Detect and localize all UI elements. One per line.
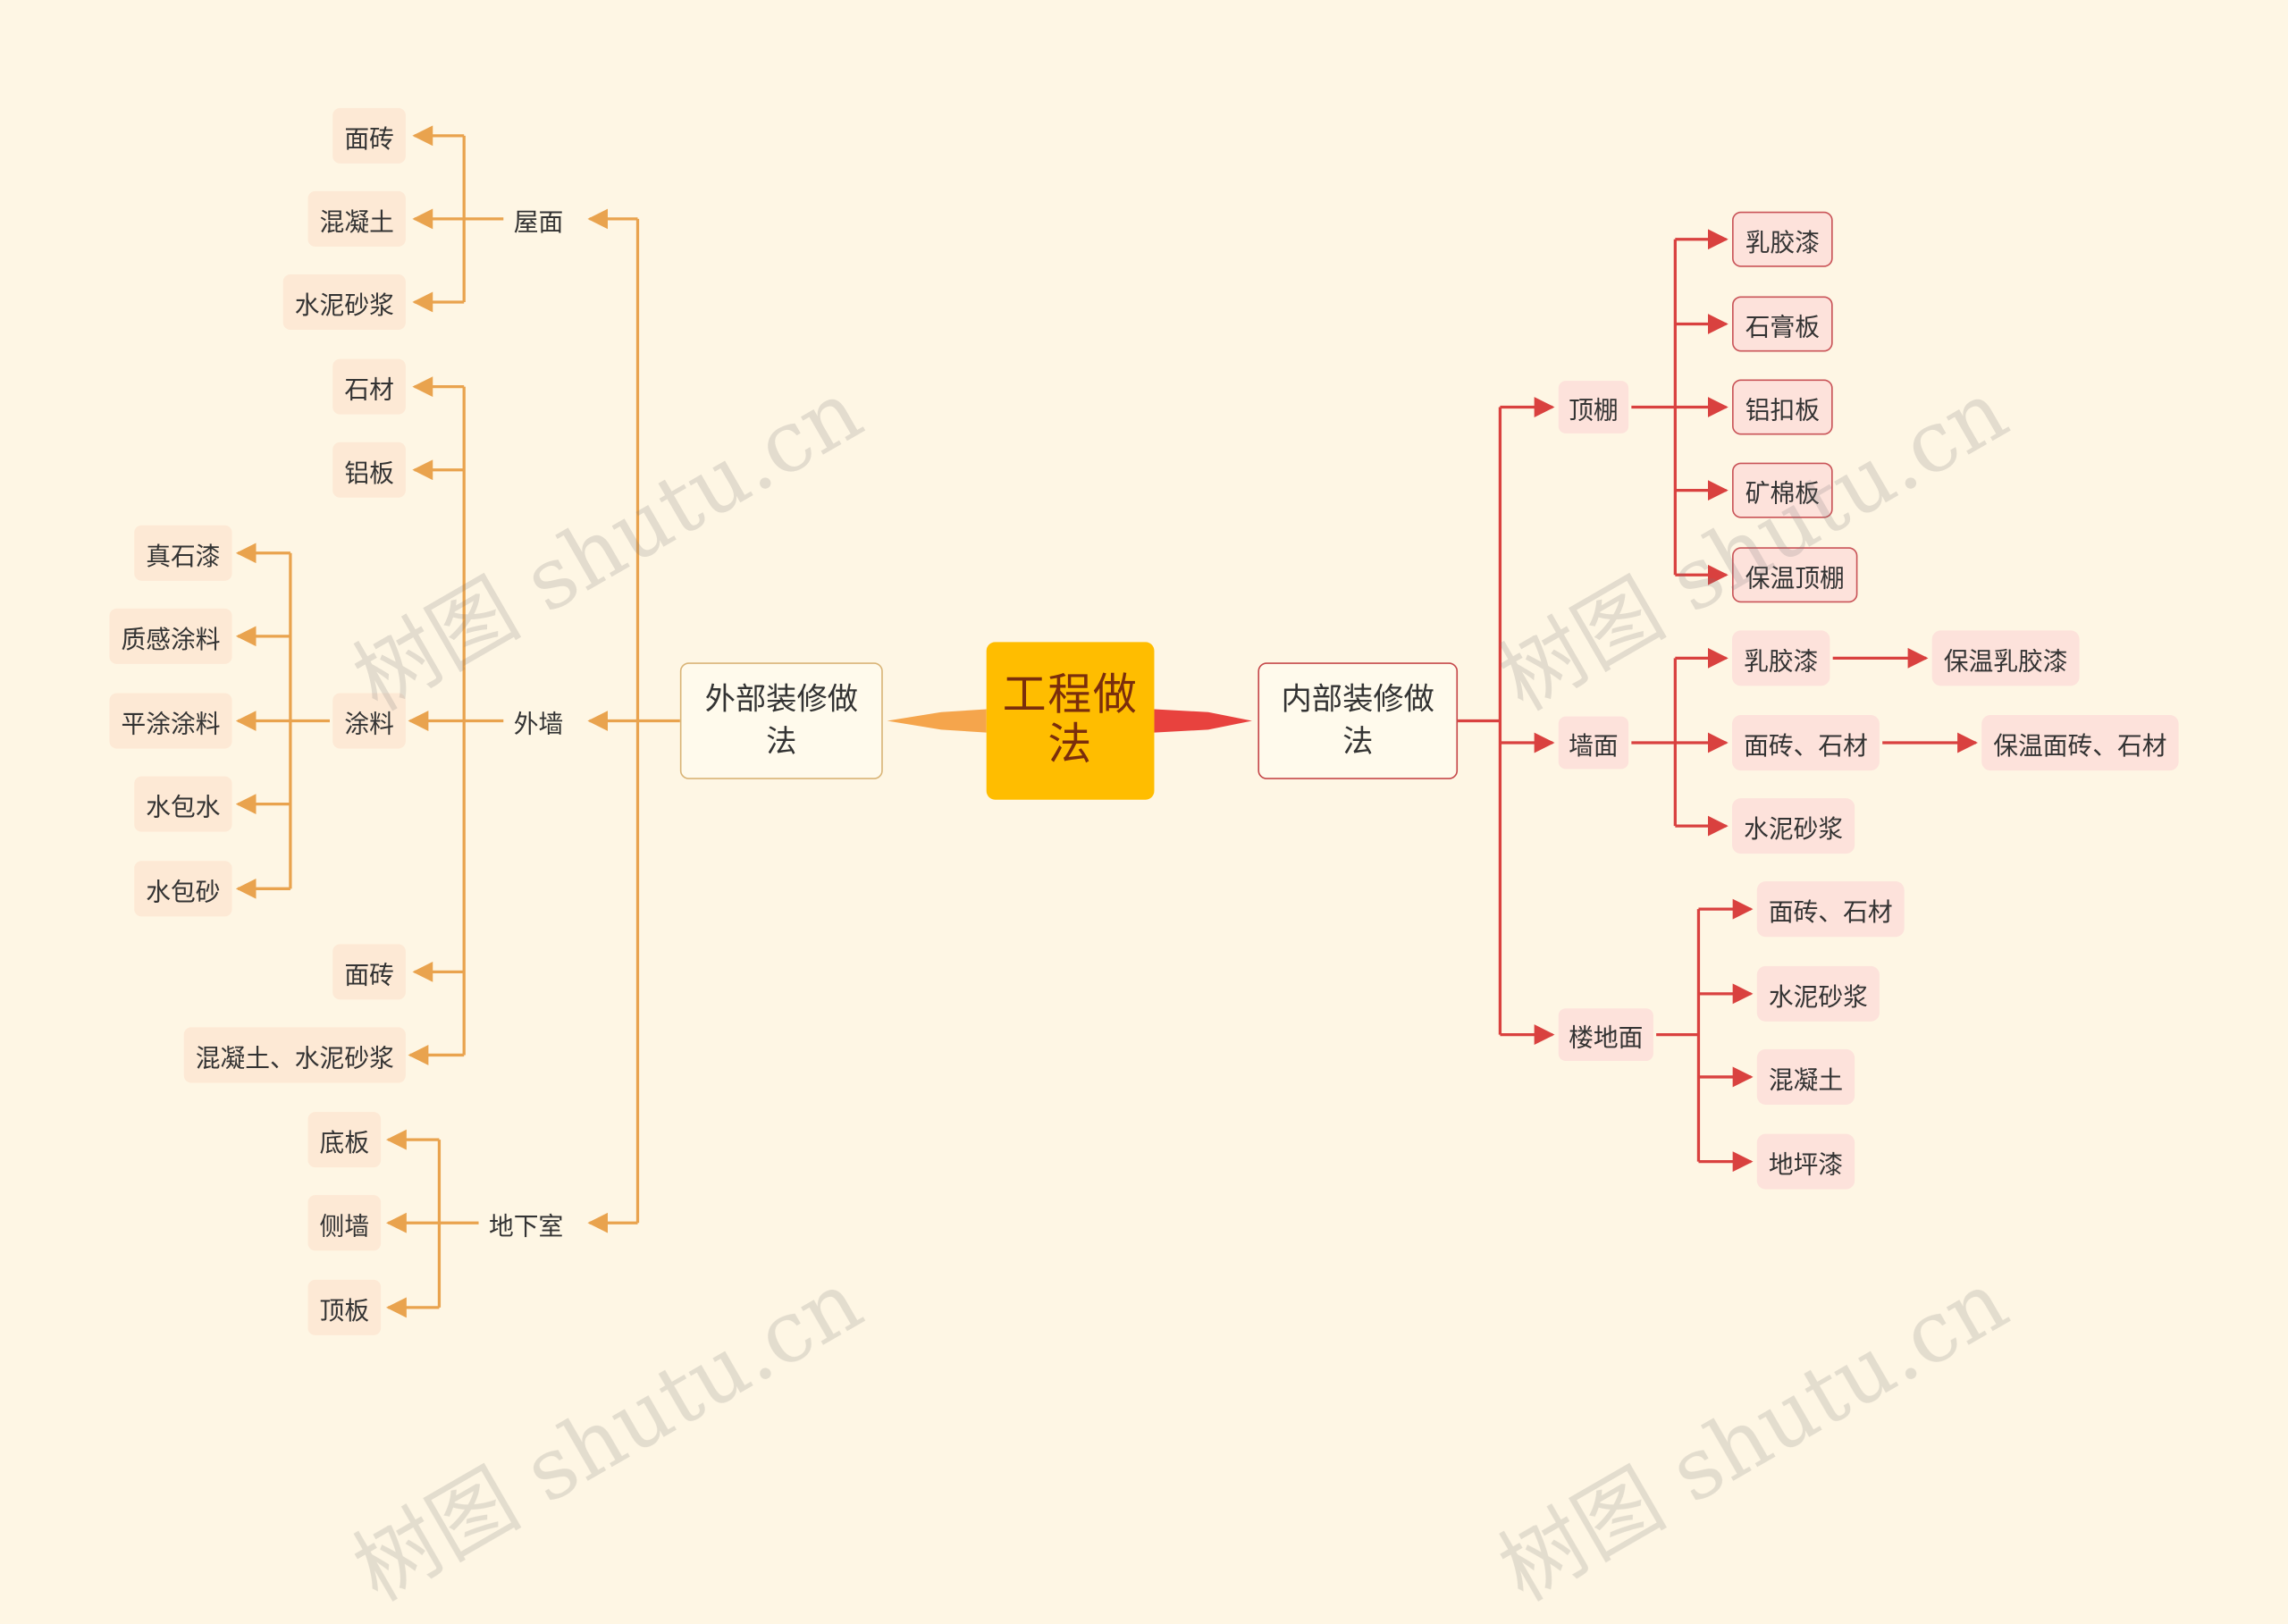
leaf-wall-tile[interactable]: 面砖 [332, 944, 406, 1000]
leaf-floor-epoxy-paint[interactable]: 地坪漆 [1756, 1133, 1855, 1190]
topic-basement[interactable]: 地下室 [488, 1211, 564, 1241]
branch-interior-decoration[interactable]: 内部装修做法 [1258, 662, 1459, 779]
leaf-basement-roof-slab[interactable]: 顶板 [307, 1279, 382, 1335]
leaf-insulated-tile-stone[interactable]: 保温面砖、石材 [1981, 715, 2179, 771]
topic-coating[interactable]: 涂料 [332, 693, 406, 749]
leaf-coating-real-stone[interactable]: 真石漆 [134, 525, 232, 581]
topic-roof[interactable]: 屋面 [513, 207, 564, 238]
leaf-coating-flat[interactable]: 平涂涂料 [109, 693, 232, 749]
leaf-ceiling-mineral-wool[interactable]: 矿棉板 [1732, 462, 1833, 518]
leaf-floor-concrete[interactable]: 混凝土 [1756, 1048, 1855, 1105]
leaf-ceiling-latex-paint[interactable]: 乳胶漆 [1732, 211, 1833, 267]
leaf-basement-floor-slab[interactable]: 底板 [307, 1112, 382, 1168]
leaf-roof-tile[interactable]: 面砖 [332, 107, 406, 164]
topic-floor[interactable]: 楼地面 [1558, 1008, 1653, 1061]
leaf-insulated-latex-paint[interactable]: 保温乳胶漆 [1931, 630, 2080, 686]
topic-interior-wall[interactable]: 墙面 [1558, 716, 1629, 770]
topic-ceiling[interactable]: 顶棚 [1558, 381, 1629, 433]
branch-exterior-decoration[interactable]: 外部装修做法 [679, 662, 883, 779]
center-to-right-connector [1154, 709, 1252, 733]
leaf-wall-stone[interactable]: 石材 [332, 358, 406, 415]
leaf-coating-water-in-sand[interactable]: 水包砂 [134, 861, 232, 917]
leaf-ceiling-aluminum-panel[interactable]: 铝扣板 [1732, 379, 1833, 435]
center-to-left-connector [887, 709, 987, 733]
leaf-roof-cement-mortar[interactable]: 水泥砂浆 [282, 273, 406, 330]
leaf-ceiling-insulated[interactable]: 保温顶棚 [1732, 547, 1858, 603]
leaf-wall-tile-stone[interactable]: 面砖、石材 [1732, 715, 1880, 771]
leaf-roof-concrete[interactable]: 混凝土 [307, 190, 406, 247]
leaf-coating-water-in-water[interactable]: 水包水 [134, 776, 232, 832]
leaf-floor-tile-stone[interactable]: 面砖、石材 [1756, 881, 1905, 938]
leaf-basement-side-wall[interactable]: 侧墙 [307, 1195, 382, 1251]
connector-lines [235, 125, 1978, 1318]
leaf-coating-texture[interactable]: 质感涂料 [109, 608, 232, 664]
leaf-wall-aluminum[interactable]: 铝板 [332, 442, 406, 498]
leaf-ceiling-gypsum-board[interactable]: 石膏板 [1732, 296, 1833, 352]
leaf-wall-latex-paint[interactable]: 乳胶漆 [1732, 630, 1830, 686]
leaf-wall-concrete-mortar[interactable]: 混凝土、水泥砂浆 [183, 1027, 406, 1083]
mind-map-canvas: 工程做法 外部装修做法 内部装修做法 屋面 外墙 地下室 面砖 混凝土 水泥砂浆… [109, 107, 2179, 1620]
topic-exterior-wall[interactable]: 外墙 [513, 710, 564, 739]
central-topic[interactable]: 工程做法 [986, 642, 1155, 800]
leaf-wall-cement-mortar[interactable]: 水泥砂浆 [1732, 798, 1855, 854]
leaf-floor-cement-mortar[interactable]: 水泥砂浆 [1756, 965, 1880, 1022]
